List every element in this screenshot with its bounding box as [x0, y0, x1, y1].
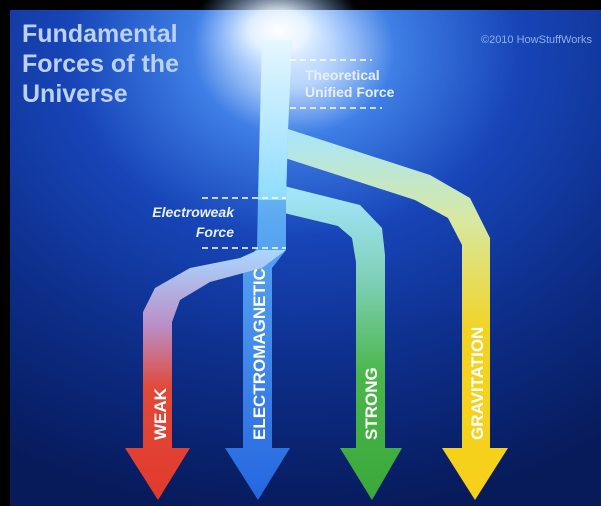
weak-label: WEAK	[151, 387, 170, 440]
gravitation-arrow	[285, 128, 508, 500]
strong-branch	[280, 185, 402, 500]
title-line-2: Forces of the	[22, 50, 179, 78]
weak-arrow	[125, 250, 286, 500]
background-panel	[10, 10, 601, 506]
title-line-1: Fundamental	[22, 20, 178, 48]
gravitation-branch	[285, 128, 508, 500]
weak-branch	[125, 250, 286, 500]
strong-label: STRONG	[362, 367, 381, 440]
unified-label-line-1: Theoretical	[305, 67, 380, 83]
gravitation-label: GRAVITATION	[468, 327, 487, 440]
dashed-markers	[202, 59, 382, 249]
title-line-3: Universe	[22, 80, 128, 108]
unified-label-line-2: Unified Force	[305, 84, 395, 100]
electroweak-label-line-1: Electroweak	[152, 204, 235, 220]
strong-arrow	[280, 185, 402, 500]
unified-trunk	[258, 40, 292, 200]
electroweak-label-line-2: Force	[196, 224, 234, 240]
credit-text: ©2010 HowStuffWorks	[481, 34, 593, 46]
electromagnetic-label: ELECTROMAGNETIC	[250, 268, 269, 440]
electromagnetic-branch	[225, 40, 292, 500]
